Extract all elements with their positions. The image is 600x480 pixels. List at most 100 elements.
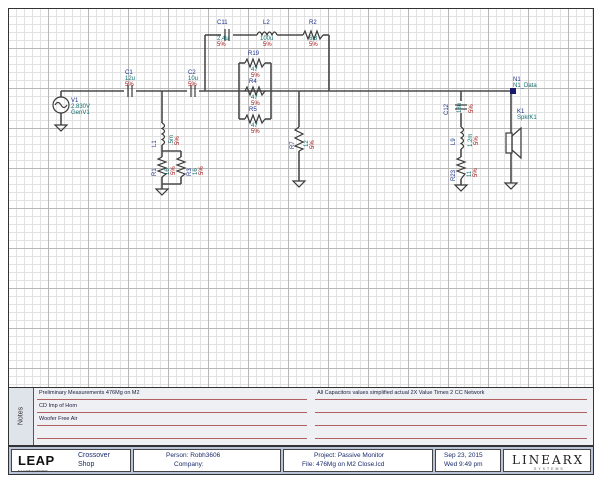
source-symbol[interactable] (52, 96, 70, 114)
r2-value: 6.8 (309, 36, 318, 42)
inductor-l2[interactable] (256, 31, 278, 37)
speaker-ref: K1 (517, 109, 525, 115)
linearx-sub: SYSTEMS (534, 467, 565, 471)
r7-tol: 5% (310, 140, 316, 149)
c1-value: 12u (125, 76, 135, 82)
source-value: 2.830V (71, 104, 90, 110)
leap-version: 5.2.0.305 Apr/29/2007 (18, 469, 48, 473)
l2-ref: L2 (263, 20, 270, 26)
linearx-logo: LINEARX (512, 453, 585, 467)
note-left-3[interactable]: Woofer Free Air (39, 416, 78, 422)
resistor-r4[interactable] (244, 85, 266, 97)
person-label: Person: Robh3606 (166, 452, 221, 459)
resistor-r19[interactable] (244, 57, 266, 69)
l1-tol: 5% (175, 136, 181, 145)
l1-ref: L1 (152, 140, 158, 147)
l9-tol: 5% (474, 136, 480, 145)
note-right-1[interactable]: All Capacitors values simplified actual … (317, 390, 485, 396)
inductor-l1[interactable] (160, 122, 166, 146)
person-box: Person: Robh3606 Company: (133, 449, 281, 472)
speaker-name: SpkrK1 (517, 115, 537, 121)
ground-icon (53, 124, 519, 196)
r7-value: 12 (304, 140, 310, 147)
node-name: N1_Data (513, 83, 537, 89)
note-divider (315, 438, 587, 439)
capacitor-c1[interactable] (127, 85, 133, 97)
leap-logo: LEAP (18, 453, 55, 468)
note-divider (37, 438, 307, 439)
resistor-r2[interactable] (302, 29, 324, 41)
r1-value: 16 (165, 168, 171, 175)
c2-tol: 5% (188, 82, 197, 88)
source-ref: V1 (71, 98, 79, 104)
r4-value: 47 (251, 95, 258, 101)
l2-tol: 5% (263, 42, 272, 48)
project-box: Project: Passive Monitor File: 476Mg on … (283, 449, 433, 472)
note-divider (315, 412, 587, 413)
date-label: Sep 23, 2015 (444, 452, 483, 459)
r5-tol: 5% (251, 129, 260, 135)
r4-tol: 5% (251, 101, 260, 107)
capacitor-c11[interactable] (224, 29, 230, 41)
resistor-r1[interactable] (156, 156, 168, 178)
r23-tol: 5% (473, 168, 479, 177)
c12-tol: 5% (469, 104, 475, 113)
c12-value: 18u (457, 103, 463, 113)
source-name: GenV1 (71, 110, 90, 116)
r7-ref: R7 (290, 141, 296, 149)
r19-tol: 5% (251, 73, 260, 79)
file-label: File: 476Mg on M2 Close.lcd (302, 461, 385, 468)
c2-value: 10u (188, 76, 198, 82)
c1-ref: C1 (125, 70, 133, 76)
l9-ref: L9 (451, 138, 457, 145)
r2-tol: 5% (309, 42, 318, 48)
r4-ref: R4 (249, 79, 257, 85)
c11-tol: 5% (217, 42, 226, 48)
app-name-line1: Crossover (78, 452, 110, 459)
crossover-schematic[interactable]: V1 2.830V GenV1 C1 12u 5% C2 10u 5% C11 … (9, 9, 593, 387)
c12-ref: C12 (444, 103, 450, 115)
r3-tol: 5% (199, 166, 205, 175)
resistor-r3[interactable] (175, 156, 187, 178)
note-divider (315, 399, 587, 400)
app-name-line2: Shop (78, 461, 95, 468)
linearx-logo-box: LINEARX SYSTEMS (503, 449, 591, 472)
r3-ref: R3 (187, 168, 193, 176)
note-left-1[interactable]: Preliminary Measurements 476Mg on M2 (39, 390, 140, 396)
node-marker[interactable] (510, 88, 516, 94)
r2-ref: R2 (309, 20, 317, 26)
company-label: Company: (174, 461, 204, 468)
c1-tol: 5% (125, 82, 134, 88)
notes-panel[interactable]: Notes Preliminary Measurements 476Mg on … (8, 387, 594, 446)
speaker-icon[interactable] (505, 126, 522, 160)
l1-value: .5m (169, 135, 175, 145)
notes-tab-label: Notes (17, 406, 25, 426)
r19-ref: R19 (248, 51, 260, 57)
capacitor-c12[interactable] (455, 104, 467, 110)
l2-value: 100u (260, 36, 273, 42)
note-divider (37, 412, 307, 413)
r23-ref: R23 (451, 169, 457, 181)
c11-ref: C11 (217, 20, 228, 26)
capacitor-c2[interactable] (190, 85, 196, 97)
note-left-2[interactable]: CD Imp of Horn (39, 403, 78, 409)
resistor-r7[interactable] (293, 126, 305, 152)
inductor-l9[interactable] (459, 126, 465, 150)
r1-tol: 5% (171, 166, 177, 175)
resistor-r23[interactable] (455, 156, 467, 180)
l9-value: 1.2m (468, 134, 474, 147)
r19-value: 47 (251, 67, 258, 73)
time-label: Wed 9:49 pm (444, 461, 483, 468)
title-block: LEAP 5.2.0.305 Apr/29/2007 Crossover Sho… (8, 446, 594, 475)
note-divider (315, 425, 587, 426)
c2-ref: C2 (188, 70, 196, 76)
r5-ref: R5 (249, 107, 257, 113)
schematic-canvas[interactable]: V1 2.830V GenV1 C1 12u 5% C2 10u 5% C11 … (8, 8, 594, 388)
note-divider (37, 399, 307, 400)
datetime-box: Sep 23, 2015 Wed 9:49 pm (435, 449, 501, 472)
resistor-r5[interactable] (244, 113, 266, 125)
c11-value: 2.4u (217, 36, 229, 42)
r23-value: 11 (467, 170, 473, 177)
notes-tab: Notes (9, 388, 34, 445)
project-label: Project: Passive Monitor (314, 452, 385, 459)
